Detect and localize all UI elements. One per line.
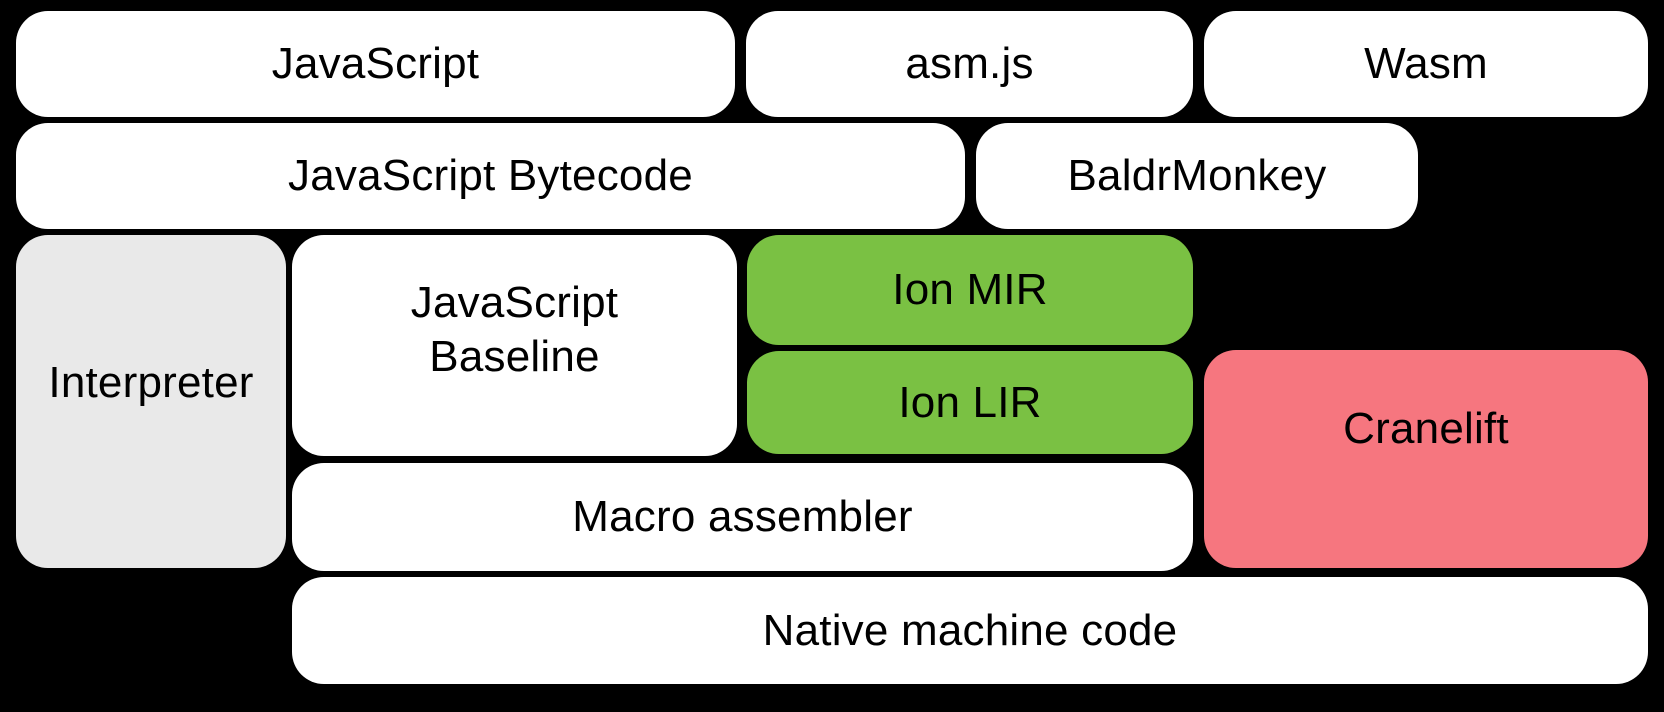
node-label-javascript-bytecode: JavaScript Bytecode: [288, 151, 693, 201]
node-label-interpreter: Interpreter: [48, 357, 254, 407]
node-label-ion-mir: Ion MIR: [892, 265, 1048, 315]
node-label-javascript: JavaScript: [271, 39, 480, 89]
node-native-machine-code: Native machine code: [292, 577, 1648, 684]
node-label-native-machine-code: Native machine code: [762, 605, 1178, 655]
node-javascript-baseline: JavaScript Baseline: [292, 235, 737, 456]
node-label-ion-lir: Ion LIR: [898, 377, 1042, 427]
node-label-javascript-baseline: JavaScript Baseline: [410, 277, 619, 381]
node-label-macro-assembler: Macro assembler: [572, 492, 913, 542]
node-ion-mir: Ion MIR: [747, 235, 1193, 345]
node-cranelift: Cranelift: [1204, 350, 1648, 568]
node-label-asmjs: asm.js: [905, 39, 1034, 89]
node-label-baldrmonkey: BaldrMonkey: [1067, 151, 1327, 201]
node-label-wasm: Wasm: [1364, 39, 1488, 89]
node-ion-lir: Ion LIR: [747, 351, 1193, 454]
node-javascript-bytecode: JavaScript Bytecode: [16, 123, 965, 229]
node-interpreter: Interpreter: [16, 235, 286, 568]
node-label-cranelift: Cranelift: [1343, 404, 1509, 454]
node-asmjs: asm.js: [746, 11, 1193, 117]
node-javascript: JavaScript: [16, 11, 735, 117]
node-macro-assembler: Macro assembler: [292, 463, 1193, 571]
node-wasm: Wasm: [1204, 11, 1648, 117]
node-baldrmonkey: BaldrMonkey: [976, 123, 1418, 229]
